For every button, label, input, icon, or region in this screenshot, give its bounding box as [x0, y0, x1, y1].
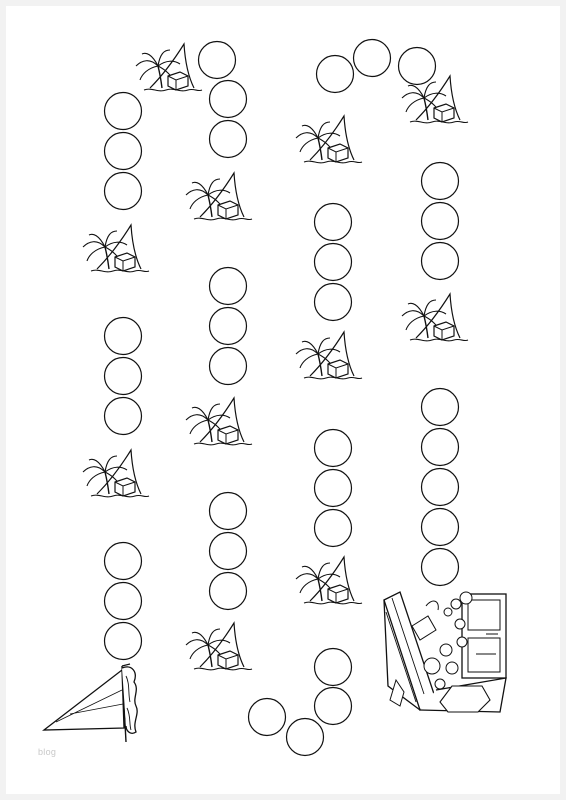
board-space-circle: [313, 242, 353, 282]
board-space-circle: [103, 131, 143, 171]
board-space-circle: [208, 491, 248, 531]
board-space-circle: [197, 40, 237, 80]
board-space-circle: [208, 119, 248, 159]
board-space-circle: [208, 79, 248, 119]
board-space-circle: [420, 427, 460, 467]
board-space-circle: [103, 621, 143, 661]
board-space-circle: [313, 202, 353, 242]
board-space-circle: [208, 346, 248, 386]
board-space-circle: [103, 356, 143, 396]
watermark-text: blog: [38, 747, 57, 757]
board-space-circle: [397, 46, 437, 86]
board-space-circle: [285, 717, 325, 757]
board-space-circle: [420, 387, 460, 427]
board-space-circle: [208, 531, 248, 571]
board-space-circle: [313, 468, 353, 508]
board-space-circle: [103, 396, 143, 436]
board-space-circle: [352, 38, 392, 78]
path-circles: [103, 38, 460, 757]
board-space-circle: [103, 581, 143, 621]
board-space-circle: [420, 241, 460, 281]
treasure-chest-icon: [383, 591, 507, 713]
board-space-circle: [208, 266, 248, 306]
board-space-circle: [420, 507, 460, 547]
sailboat-icon: [42, 663, 138, 743]
board-space-circle: [247, 697, 287, 737]
board-space-circle: [103, 316, 143, 356]
board-space-circle: [420, 547, 460, 587]
board-space-circle: [420, 201, 460, 241]
board-space-circle: [420, 467, 460, 507]
board-space-circle: [313, 282, 353, 322]
board-space-circle: [208, 306, 248, 346]
board-space-circle: [420, 161, 460, 201]
board-space-circle: [313, 647, 353, 687]
board-space-circle: [103, 171, 143, 211]
board-space-circle: [103, 541, 143, 581]
board-space-circle: [313, 508, 353, 548]
board-space-circle: [313, 686, 353, 726]
board-space-circle: [103, 91, 143, 131]
board-space-circle: [208, 571, 248, 611]
board-space-circle: [315, 54, 355, 94]
board-space-circle: [313, 428, 353, 468]
